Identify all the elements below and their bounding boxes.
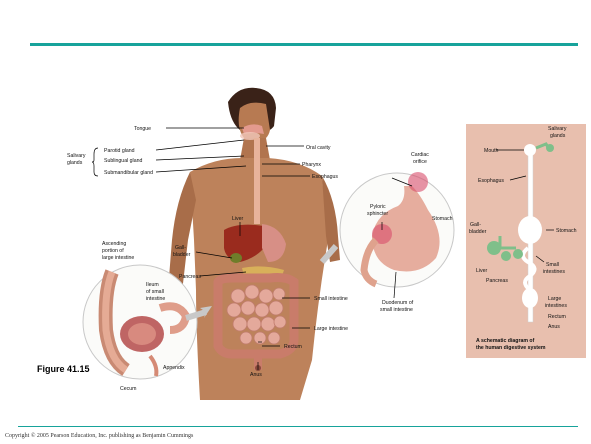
sch-anus: Anus [548,324,560,330]
salivary-brace [92,148,98,176]
label-gallbladder-2: bladder [173,252,191,258]
label-parotid: Parotid gland [104,148,135,154]
label-oral-cavity: Oral cavity [306,145,331,151]
sch-large-1: Large [548,296,561,302]
label-stomach: Stomach [432,216,453,222]
sch-rectum: Rectum [548,314,566,320]
sch-small-1: Small [546,262,559,268]
label-ileum-1: Ileum [146,282,159,288]
label-gallbladder-1: Gall- [175,245,186,251]
label-ascending-2: portion of [102,248,124,254]
human-figure [168,88,340,400]
sch-caption-2: the human digestive system [476,345,546,351]
label-large-intestine: Large intestine [314,326,348,332]
label-anus: Anus [250,372,262,378]
label-ileum-2: of small [146,289,164,295]
sch-esophagus: Esophagus [478,178,504,184]
label-esophagus: Esophagus [312,174,338,180]
stomach-zoom-circle [322,172,454,287]
label-pancreas: Pancreas [179,274,201,280]
sch-salivary-2: glands [550,133,566,139]
label-ascending-1: Ascending [102,241,126,247]
label-appendix: Appendix [163,365,185,371]
sch-large-2: intestines [545,303,567,309]
figure-label: Figure 41.15 [37,364,90,374]
copyright-text: Copyright © 2005 Pearson Education, Inc.… [5,433,193,439]
label-pyloric-2: sphincter [367,211,388,217]
label-sublingual: Sublingual gland [104,158,142,164]
label-duodenum-2: small intestine [380,307,413,313]
sch-pancreas: Pancreas [486,278,508,284]
label-liver: Liver [232,216,244,222]
label-cardiac-2: orifice [413,159,427,165]
sch-gallbladder-1: Gall- [470,222,481,228]
label-duodenum-1: Duodenum of [382,300,414,306]
label-ileum-3: intestine [146,296,165,302]
label-rectum: Rectum [284,344,302,350]
label-cardiac-1: Cardiac [411,152,429,158]
sch-salivary-1: Salivary [548,126,567,132]
sch-mouth: Mouth [484,148,499,154]
sch-gallbladder-2: bladder [469,229,487,235]
label-tongue: Tongue [134,126,151,132]
label-salivary-1: Salivary [67,153,86,159]
label-cecum: Cecum [120,386,136,392]
label-pyloric-1: Pyloric [370,204,386,210]
label-pharynx: Pharynx [302,162,321,168]
footer-bar [18,426,578,427]
label-small-intestine: Small intestine [314,296,348,302]
sch-liver: Liver [476,268,488,274]
sch-caption-1: A schematic diagram of [476,338,535,344]
label-salivary-2: glands [67,160,83,166]
schematic-panel [466,124,586,358]
label-ascending-3: large intestine [102,255,134,261]
sch-small-2: intestines [543,269,565,275]
label-submandibular: Submandibular gland [104,170,153,176]
sch-stomach: Stomach [556,228,577,234]
